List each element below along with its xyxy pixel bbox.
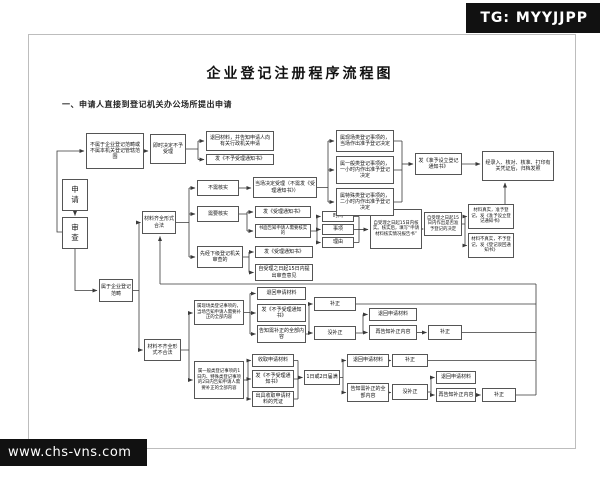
flow-node-not-in-scope: 不属于企业登记范畴或不属本机关登记管辖范围 — [86, 133, 144, 169]
flow-node-inform-correct-2: 告知需补正的全部内容 — [347, 383, 389, 402]
flow-node-corrected-4: 补正 — [482, 388, 516, 402]
flow-node-receive-materials: 收取申请材料 — [252, 354, 294, 367]
flow-node-return-materials-3: 退回申请材料 — [347, 354, 389, 367]
flow-node-accept-onsite: 当场决定受理（不需发《受理通知书》） — [253, 177, 317, 198]
flow-node-lower-authority-review: 先经下级登记机关审查的 — [197, 246, 243, 268]
flow-node-no-accept-notice-2: 发《不予受理通知书》 — [257, 304, 306, 322]
flow-node-item: 事项 — [322, 224, 354, 235]
flow-node-materials-complete: 材料齐全形式合法 — [142, 211, 176, 234]
flow-node-accept-notice-2: 发《受理通知书》 — [255, 246, 313, 258]
watermark-telegram-badge: TG: MYYJJPP — [466, 3, 600, 33]
flow-node-archive-and-issue: 经录入、核对、核准、打印有关凭证后，归档发照 — [482, 151, 554, 181]
section-heading: 一、申请人直接到登记机关办公场所提出申请 — [62, 100, 232, 109]
flow-node-review: 审查 — [62, 217, 88, 249]
flow-node-return-and-inform: 退回材料，并告知申请人向有关行政机关申请 — [206, 131, 274, 151]
flow-node-corrected-3: 补正 — [392, 354, 428, 367]
flow-node-reinform-correct-2: 再告知补正内容 — [436, 388, 476, 402]
flow-node-general-type: 属一般类登记事项的，一小时内作出准予登记决定 — [336, 156, 394, 184]
flow-node-opinion-15-days: 自受理之日起15日内提出审查意见 — [255, 264, 313, 281]
flow-node-apply: 申请 — [62, 179, 88, 211]
watermark-website-badge: www.chs-vns.com — [0, 439, 148, 466]
flow-node-corrected-1: 补正 — [314, 297, 356, 311]
flow-node-days-expire: 1日或2日届满 — [304, 370, 340, 385]
flow-node-receipt-voucher: 出具收取申请材料的凭证 — [252, 391, 294, 407]
flow-node-decide-15-days: 自受理之日起15日内作出是否准予登记的决定 — [424, 212, 462, 236]
flow-node-materials-false-reject: 材料不真实，不予登记，发《登记驳回通知书》 — [468, 233, 514, 258]
flow-node-return-materials-4: 退回申请材料 — [436, 371, 476, 384]
flow-node-no-accept-notice-3: 发《不予受理通知书》 — [252, 370, 294, 388]
flow-node-reason: 理由 — [322, 237, 354, 248]
flow-node-special-type: 属特殊类登记事项的，二小时内作出准予登记决定 — [336, 188, 394, 216]
flow-node-not-corrected-2: 没补正 — [392, 384, 428, 400]
flow-node-not-corrected-1: 没补正 — [314, 326, 356, 340]
flow-node-reject-immediately: 即时决定不予受理 — [150, 134, 186, 164]
flow-node-in-scope: 属于企业登记范畴 — [99, 279, 133, 302]
flow-node-materials-incomplete: 材料不齐全形式不合法 — [144, 339, 181, 361]
flow-node-materials-true-approve: 材料真实，准予登记，发《准予设立登记通知书》 — [468, 204, 514, 229]
flow-node-return-materials-1: 退回申请材料 — [257, 287, 306, 300]
flow-node-inform-correct-1: 告知需补正的全部内容 — [257, 325, 306, 343]
flow-node-approve-notice: 发《准予设立登记通知书》 — [415, 153, 462, 175]
flow-node-onsite-type: 属现场类登记事项的，当场作出准予登记决定 — [336, 130, 394, 152]
flow-node-reinform-correct-1: 再告知补正内容 — [369, 325, 417, 340]
flow-node-written-inform: 书面告知申请人需要核实的 — [255, 224, 311, 238]
flow-node-need-verify: 需要核实 — [197, 206, 239, 222]
page-title: 企业登记注册程序流程图 — [206, 66, 394, 82]
flow-node-accept-notice-1: 发《受理通知书》 — [255, 206, 311, 218]
flow-node-no-verify: 不需核实 — [197, 180, 239, 196]
flow-node-general-correct-header: 属一般类登记事项的1日内、特殊类登记事项的2日内告知申请人需要补正的全部内容 — [194, 361, 244, 399]
flow-node-onsite-correct-header: 属现场类登记事项的，当场告知申请人需要补正的全部内容 — [194, 300, 244, 325]
flow-node-no-accept-notice-1: 发《不予受理通知书》 — [206, 154, 274, 165]
flow-node-corrected-2: 补正 — [428, 325, 462, 340]
flow-node-return-materials-2: 退回申请材料 — [369, 308, 417, 321]
